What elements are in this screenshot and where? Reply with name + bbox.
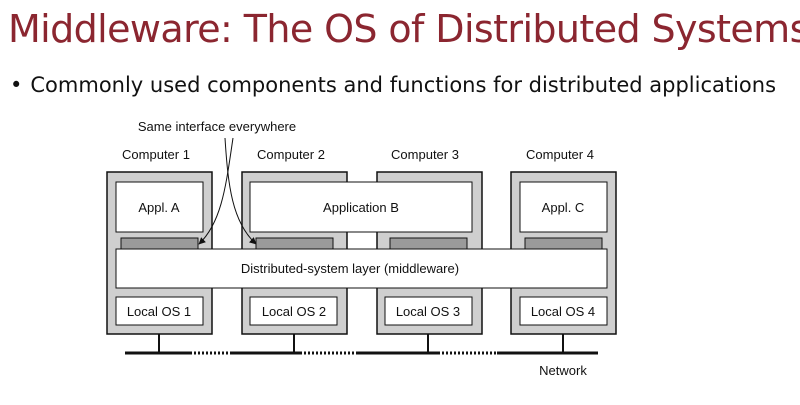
computer-2-label: Computer 2 (257, 147, 325, 162)
slide-title: Middleware: The OS of Distributed System… (8, 7, 800, 51)
local-os-4-label: Local OS 4 (531, 304, 595, 319)
computer-1-label: Computer 1 (122, 147, 190, 162)
middleware-label: Distributed-system layer (middleware) (241, 261, 459, 276)
annotation-label: Same interface everywhere (138, 119, 296, 134)
bullet-item: • Commonly used components and functions … (10, 70, 776, 100)
interface-block-2 (255, 237, 334, 250)
interface-arrow-left (198, 137, 234, 245)
local-os-2-label: Local OS 2 (262, 304, 326, 319)
interface-block-4 (524, 237, 603, 250)
bullet-dot: • (10, 73, 23, 97)
network-label: Network (539, 363, 587, 378)
computer-4-label: Computer 4 (526, 147, 594, 162)
local-os-3-label: Local OS 3 (396, 304, 460, 319)
interface-block-1 (120, 237, 199, 250)
app-b-box (249, 181, 473, 233)
interface-block-3 (389, 237, 468, 250)
app-a-label: Appl. A (138, 200, 180, 215)
interface-arrow-right (224, 137, 257, 245)
app-c-label: Appl. C (542, 200, 585, 215)
local-os-4-box (519, 296, 608, 326)
app-c-box (519, 181, 608, 233)
app-b-label: Application B (323, 200, 399, 215)
local-os-1-label: Local OS 1 (127, 304, 191, 319)
local-os-3-box (384, 296, 473, 326)
app-a-box (115, 181, 204, 233)
bullet-text: Commonly used components and functions f… (30, 73, 777, 97)
local-os-1-box (115, 296, 204, 326)
middleware-layer-box (115, 248, 608, 289)
computer-3-label: Computer 3 (391, 147, 459, 162)
local-os-2-box (249, 296, 338, 326)
